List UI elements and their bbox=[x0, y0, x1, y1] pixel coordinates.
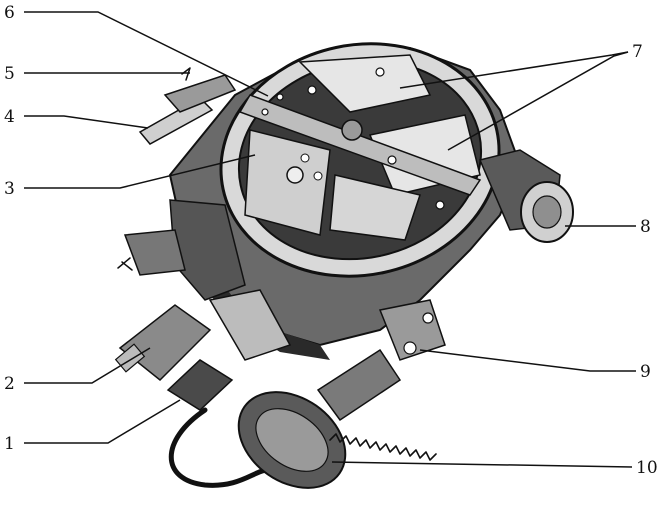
callout-2: 2 bbox=[4, 374, 15, 394]
callout-8: 8 bbox=[640, 217, 651, 237]
callout-4: 4 bbox=[4, 107, 15, 127]
leader-10 bbox=[331, 461, 633, 468]
callout-10: 10 bbox=[636, 458, 658, 478]
plate-screws bbox=[261, 67, 445, 210]
leader-2 bbox=[24, 347, 151, 384]
callout-7: 7 bbox=[632, 42, 643, 62]
callout-6: 6 bbox=[4, 3, 15, 23]
leader-1 bbox=[24, 399, 181, 444]
solenoid-fitting bbox=[118, 304, 212, 382]
callout-3: 3 bbox=[4, 179, 15, 199]
leader-9 bbox=[419, 349, 636, 372]
callout-1: 1 bbox=[4, 434, 15, 454]
return-spring bbox=[329, 433, 437, 461]
leader-4 bbox=[24, 115, 149, 129]
leader-6 bbox=[24, 11, 269, 97]
vacuum-hose bbox=[168, 407, 271, 488]
carburetor-illustration bbox=[114, 42, 574, 489]
fuel-inlet-fitting bbox=[166, 359, 234, 411]
callout-labels: 1 2 3 4 5 6 7 8 9 10 bbox=[4, 3, 658, 478]
leader-3 bbox=[24, 154, 256, 189]
callout-5: 5 bbox=[4, 64, 15, 84]
callout-9: 9 bbox=[640, 362, 651, 382]
choke-plate-upper bbox=[298, 54, 432, 113]
leader-lines bbox=[24, 11, 636, 468]
leader-7b bbox=[447, 51, 629, 151]
